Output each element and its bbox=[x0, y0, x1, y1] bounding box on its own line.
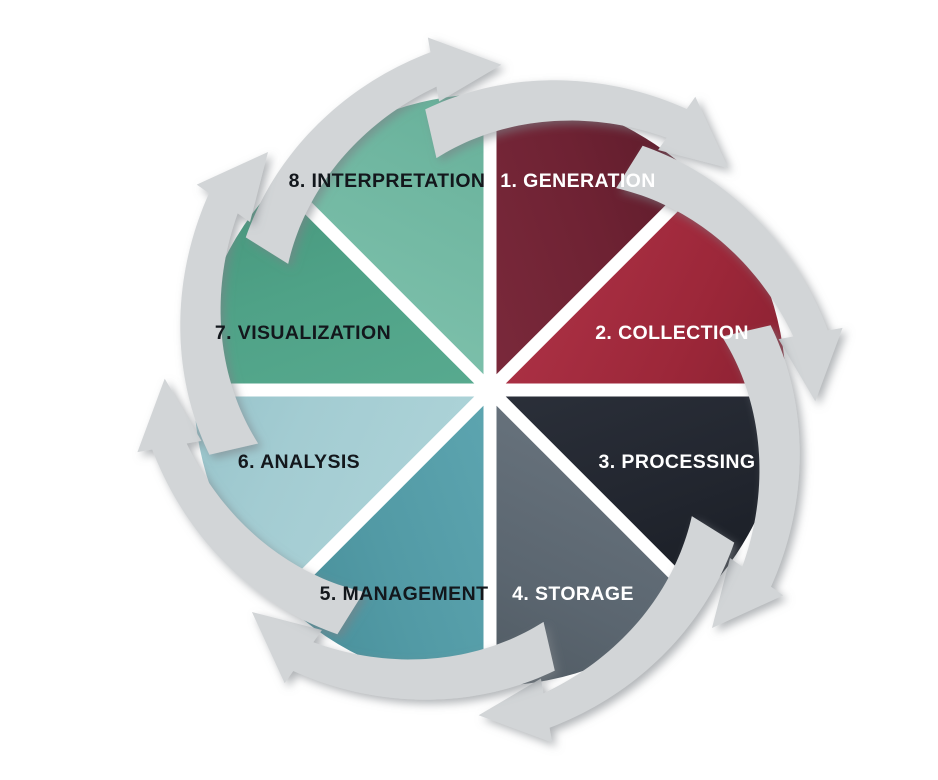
flow-arrow-3-processing[interactable] bbox=[616, 145, 843, 402]
segment-label-generation: 1. GENERATION bbox=[500, 170, 655, 192]
segment-label-collection: 2. COLLECTION bbox=[595, 322, 749, 344]
flow-arrow-2-collection[interactable] bbox=[425, 80, 729, 169]
segment-label-interpretation: 8. INTERPRETATION bbox=[289, 170, 486, 192]
segment-label-visualization: 7. VISUALIZATION bbox=[215, 322, 391, 344]
segment-divider bbox=[274, 385, 495, 606]
wheel-hub bbox=[483, 383, 497, 397]
segment-label-management: 5. MANAGEMENT bbox=[320, 583, 489, 605]
segment-labels-group: 1. GENERATION 2. COLLECTION 3. PROCESSING 4… bbox=[215, 170, 756, 605]
flow-arrow-6-analysis[interactable] bbox=[251, 611, 555, 700]
flow-arrow-7-visualization[interactable] bbox=[137, 378, 364, 635]
flow-arrow-8-interpretation[interactable] bbox=[180, 151, 269, 455]
segment-label-storage: 4. STORAGE bbox=[512, 583, 634, 605]
flow-arrow-5-management[interactable] bbox=[478, 516, 735, 743]
segment-label-processing: 3. PROCESSING bbox=[599, 451, 756, 473]
flow-arrow-4-storage[interactable] bbox=[711, 325, 800, 629]
arrow-overlays bbox=[137, 37, 843, 743]
segment-divider bbox=[485, 174, 706, 395]
segment-divider bbox=[274, 174, 495, 395]
segment-label-analysis: 6. ANALYSIS bbox=[238, 451, 360, 473]
segment-divider bbox=[485, 385, 706, 606]
segment-dividers bbox=[192, 92, 788, 688]
flow-arrow-1-generation[interactable] bbox=[245, 37, 502, 264]
